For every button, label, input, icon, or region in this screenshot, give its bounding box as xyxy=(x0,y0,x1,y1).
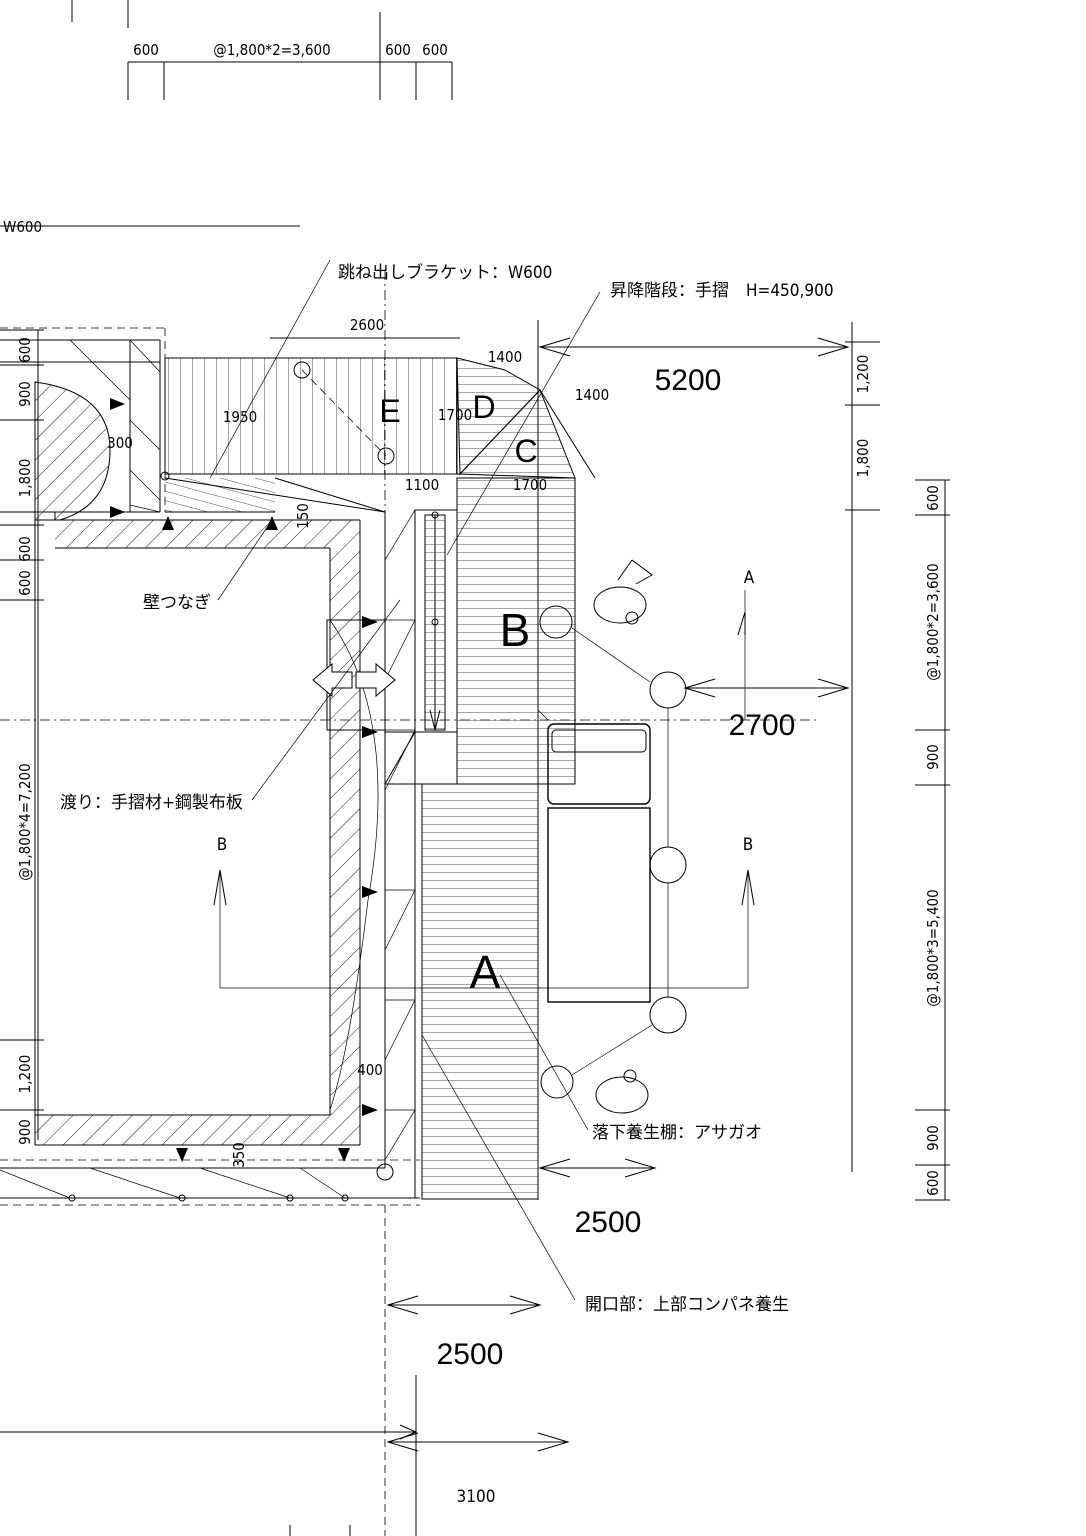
dim-3100: 3100 xyxy=(457,1487,496,1507)
dim-label: @1,800*2=3,600 xyxy=(213,41,330,59)
dim-2500-bottom: 2500 xyxy=(437,1338,504,1371)
dim-label: 1100 xyxy=(405,476,439,494)
wall-tie-markers xyxy=(110,398,378,1162)
dim-label: 350 xyxy=(230,1142,248,1168)
dim-label: 600 xyxy=(385,41,411,59)
dim-label: 2600 xyxy=(350,316,384,334)
dim-label: @1,800*4=7,200 xyxy=(16,763,34,880)
dim-5200: 5200 xyxy=(655,364,722,397)
dim-label: 900 xyxy=(924,744,942,770)
dim-label: 600 xyxy=(16,536,34,562)
label-fall-protection: 落下養生棚：アサガオ xyxy=(592,1123,762,1143)
label-stairs: 昇降階段：手摺 H=450,900 xyxy=(610,281,834,301)
dim-label: 600 xyxy=(16,337,34,363)
dim-label: 900 xyxy=(16,1119,34,1145)
platform-e: 2600 1950 300 150 xyxy=(107,316,460,529)
dim-label: 1,200 xyxy=(16,1055,34,1094)
section-b-right-label: B xyxy=(743,835,754,855)
label-wall-tie: 壁つなぎ xyxy=(143,593,211,613)
section-b-left-label: B xyxy=(217,835,228,855)
dim-label: 300 xyxy=(107,434,133,452)
dim-2500-right: 2500 xyxy=(575,1206,642,1239)
zone-b: B xyxy=(500,604,531,656)
dim-label: @1,800*2=3,600 xyxy=(924,563,942,680)
big-dimensions: 5200 2700 2500 2500 3100 xyxy=(0,337,850,1536)
dim-label: 900 xyxy=(924,1125,942,1151)
label-opening: 開口部：上部コンパネ養生 xyxy=(585,1295,789,1315)
zone-c: C xyxy=(514,433,537,469)
dim-label: @1,800*3=5,400 xyxy=(924,889,942,1006)
label-bridge: 渡り：手摺材+鋼製布板 xyxy=(60,793,243,813)
dim-label: 1950 xyxy=(223,408,257,426)
dim-label: 400 xyxy=(357,1061,383,1079)
right-inner-dimension: 1,200 1,800 xyxy=(845,322,880,1172)
dim-label: 600 xyxy=(422,41,448,59)
dim-label: 1700 xyxy=(438,406,472,424)
dim-label: 600 xyxy=(133,41,159,59)
dim-label: 1400 xyxy=(488,348,522,366)
left-dimension-chain: 600 900 1,800 600 600 @1,800*4=7,200 1,2… xyxy=(0,329,44,1145)
top-dimension-chain: 600 @1,800*2=3,600 600 600 xyxy=(71,0,453,100)
zone-d: D xyxy=(472,389,495,425)
worker-icon xyxy=(595,1069,649,1114)
right-outer-dimension: 600 @1,800*2=3,600 900 @1,800*3=5,400 90… xyxy=(915,479,950,1201)
callouts: 跳ね出しブラケット：W600 昇降階段：手摺 H=450,900 壁つなぎ 渡り… xyxy=(60,259,834,1315)
dim-label: 900 xyxy=(16,381,34,407)
dim-label: 1,800 xyxy=(16,459,34,498)
dim-label: 600 xyxy=(16,570,34,596)
dim-label: 1,800 xyxy=(854,439,872,478)
dim-2700: 2700 xyxy=(729,709,796,742)
zone-a: A xyxy=(470,946,501,998)
label-bracket: 跳ね出しブラケット：W600 xyxy=(338,262,552,283)
building-wall xyxy=(34,381,361,1146)
dim-label: 1,200 xyxy=(854,355,872,394)
w600-leader: W600 xyxy=(0,218,300,236)
dim-label: 1400 xyxy=(575,386,609,404)
platform-a: 400 350 xyxy=(230,320,539,1200)
section-a-label: A xyxy=(744,568,755,588)
zone-labels: E D C B A xyxy=(379,389,537,998)
dim-label: 600 xyxy=(924,485,942,511)
worker-icon xyxy=(593,559,653,625)
section-markers: A B B xyxy=(213,568,755,989)
zone-e: E xyxy=(379,393,400,429)
dim-label: 600 xyxy=(924,1170,942,1196)
dim-label: 150 xyxy=(294,503,312,529)
dim-label: W600 xyxy=(3,218,42,236)
equipment xyxy=(537,559,687,1114)
